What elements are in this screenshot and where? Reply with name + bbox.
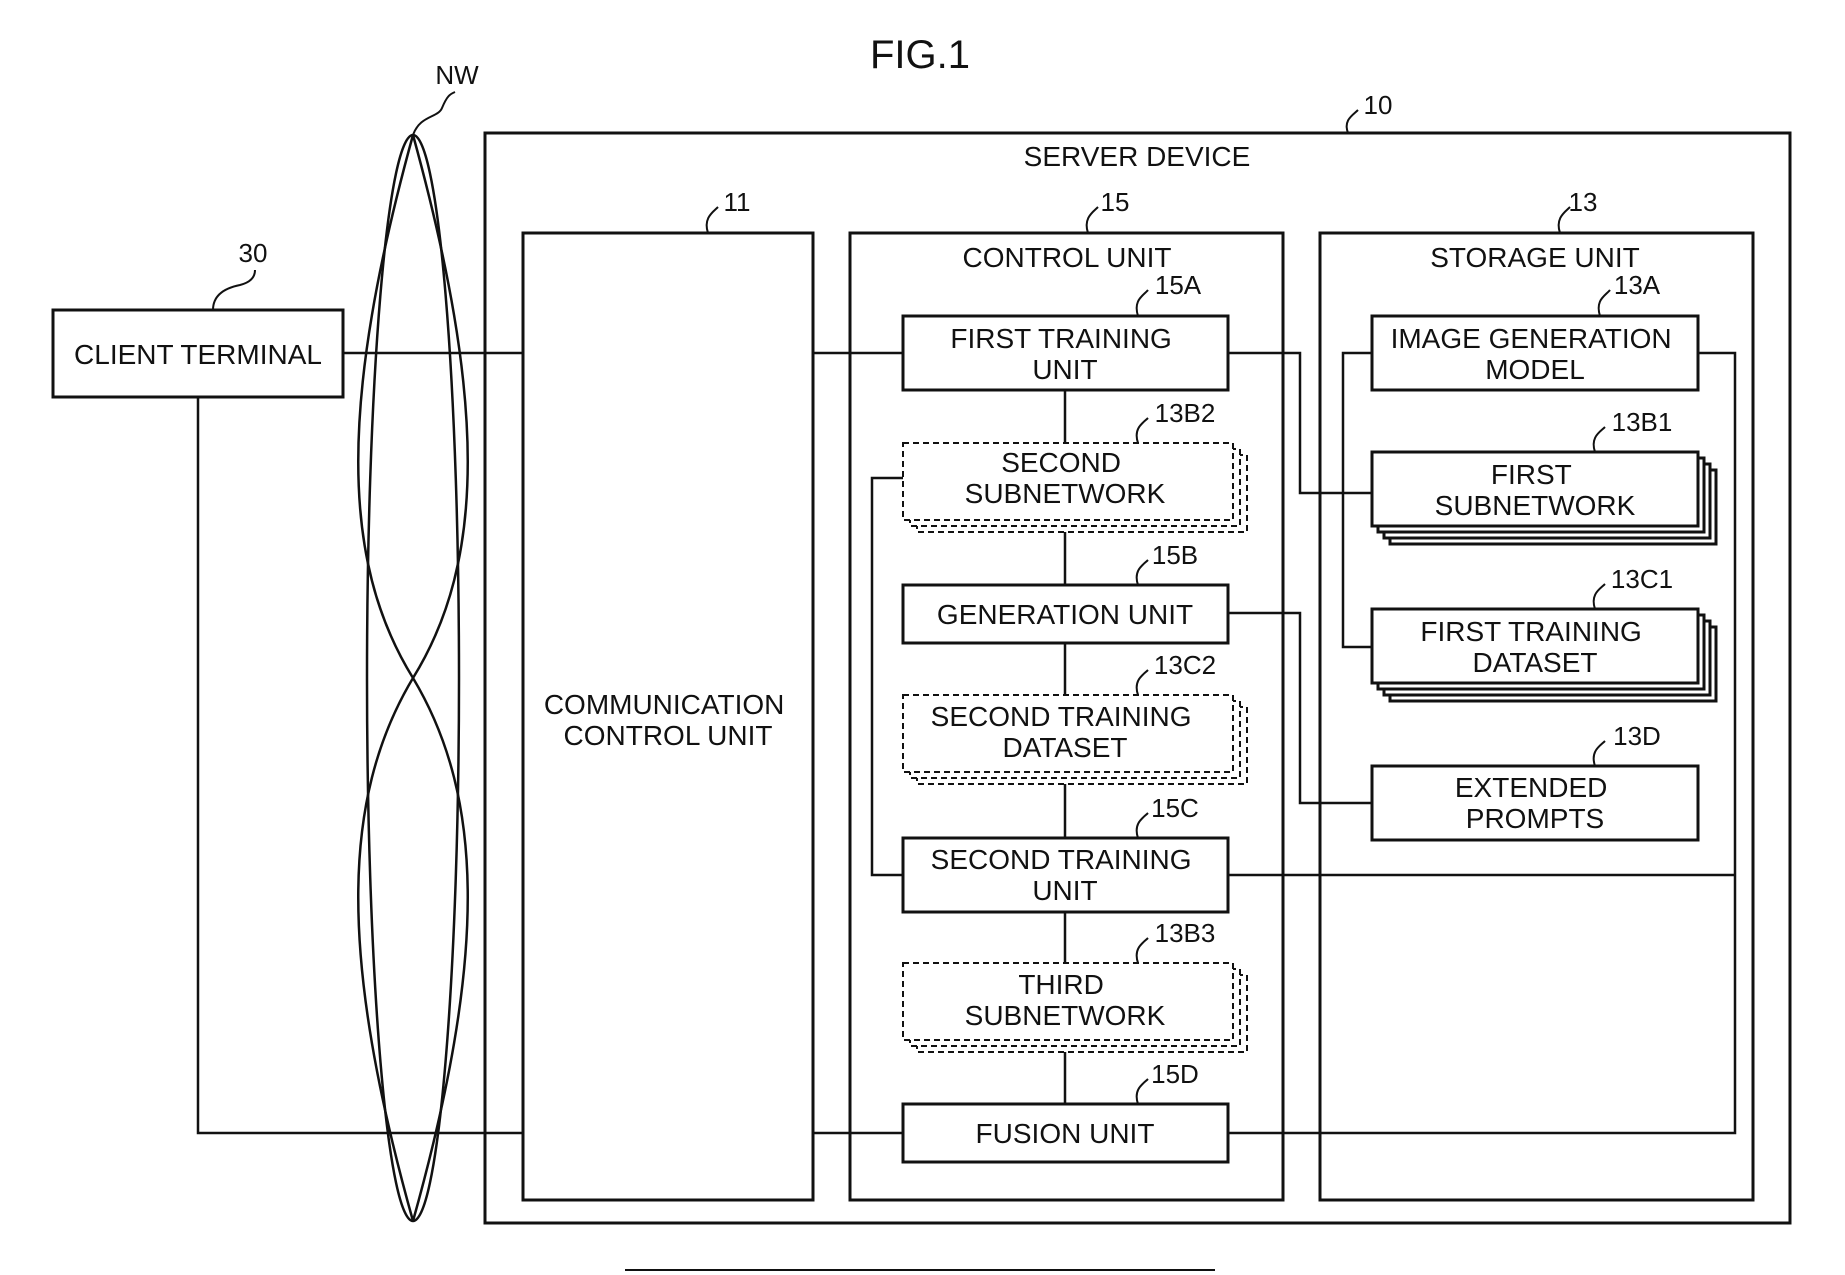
second-training-unit-ref: 15C: [1151, 793, 1199, 823]
server-device-label: SERVER DEVICE: [1024, 141, 1251, 172]
first-training-dataset-ref: 13C1: [1611, 564, 1673, 594]
second-subnetwork: SECOND SUBNETWORK 13B2: [903, 398, 1247, 532]
storage-unit: STORAGE UNIT 13 IMAGE GENERATION MODEL 1…: [1320, 187, 1753, 1200]
storage-unit-label: STORAGE UNIT: [1430, 242, 1640, 273]
image-generation-model-ref: 13A: [1614, 270, 1661, 300]
figure-title: FIG.1: [870, 33, 970, 77]
control-unit-label: CONTROL UNIT: [963, 242, 1172, 273]
fusion-unit-label: FUSION UNIT: [976, 1118, 1155, 1149]
image-generation-model: IMAGE GENERATION MODEL 13A: [1372, 270, 1698, 390]
generation-unit-label: GENERATION UNIT: [937, 599, 1193, 630]
client-terminal-label: CLIENT TERMINAL: [74, 339, 322, 370]
generation-unit-ref: 15B: [1152, 540, 1198, 570]
client-terminal: CLIENT TERMINAL 30: [53, 238, 343, 397]
control-unit-ref: 15: [1101, 187, 1130, 217]
first-subnetwork-ref: 13B1: [1612, 407, 1673, 437]
extended-prompts-ref: 13D: [1613, 721, 1661, 751]
communication-control-unit-ref: 11: [724, 187, 751, 217]
extended-prompts-label: EXTENDED PROMPTS: [1455, 772, 1615, 834]
server-device-ref: 10: [1364, 90, 1393, 120]
first-training-unit: FIRST TRAINING UNIT 15A: [903, 270, 1228, 390]
third-subnetwork-ref: 13B3: [1155, 918, 1216, 948]
extended-prompts: EXTENDED PROMPTS 13D: [1372, 721, 1698, 840]
communication-control-unit-label: COMMUNICATION CONTROL UNIT: [544, 689, 792, 751]
fusion-unit-ref: 15D: [1151, 1059, 1199, 1089]
client-terminal-ref: 30: [239, 238, 268, 268]
control-unit: CONTROL UNIT 15 FIRST TRAINING UNIT 15A …: [850, 187, 1283, 1200]
network-symbol: [358, 92, 468, 1221]
second-training-dataset: SECOND TRAINING DATASET 13C2: [903, 650, 1247, 784]
communication-control-unit: COMMUNICATION CONTROL UNIT 11: [523, 187, 813, 1200]
first-training-unit-ref: 15A: [1155, 270, 1202, 300]
network-label: NW: [435, 60, 479, 90]
second-training-dataset-ref: 13C2: [1154, 650, 1216, 680]
third-subnetwork: THIRD SUBNETWORK 13B3: [903, 918, 1247, 1052]
second-subnetwork-ref: 13B2: [1155, 398, 1216, 428]
storage-unit-ref: 13: [1569, 187, 1598, 217]
first-training-dataset: FIRST TRAINING DATASET 13C1: [1372, 564, 1716, 701]
first-subnetwork: FIRST SUBNETWORK 13B1: [1372, 407, 1716, 544]
